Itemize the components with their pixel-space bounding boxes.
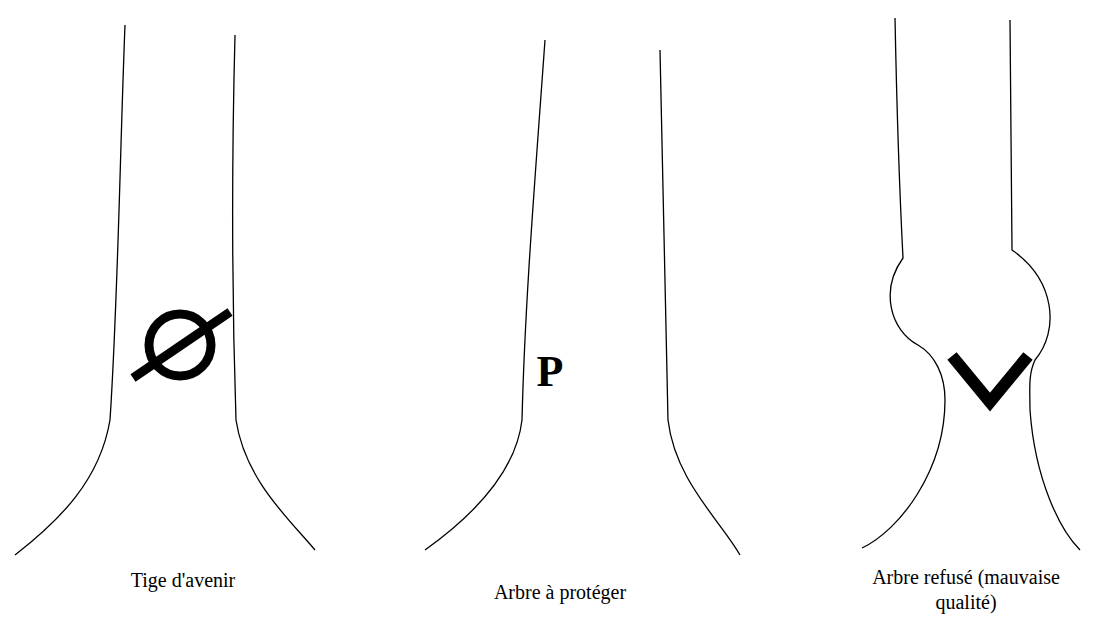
refused-mark (952, 356, 1028, 402)
caption-label: Arbre à protéger (494, 580, 626, 605)
caption-label: Arbre refusé (mauvaise qualité) (871, 565, 1061, 615)
future-stem-mark (133, 312, 230, 378)
trunk-outline (1010, 20, 1080, 550)
tree-mark-letter: P (537, 348, 564, 396)
trunk-outline (425, 40, 545, 550)
trunk-outline (862, 18, 945, 548)
trunk-outline (15, 25, 125, 555)
trunk-outline (660, 50, 740, 555)
caption-label: Tige d'avenir (131, 568, 236, 593)
trunk-outline (233, 35, 315, 550)
